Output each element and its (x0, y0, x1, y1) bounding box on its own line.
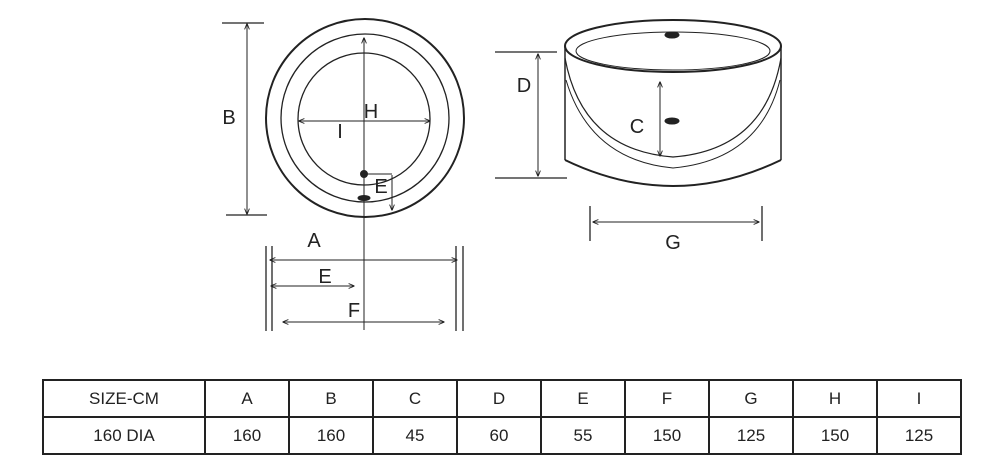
side-view (495, 19, 782, 241)
label-c: C (630, 116, 644, 138)
label-i: I (337, 121, 343, 143)
header-cell: E (540, 379, 626, 418)
table-cell: 55 (540, 416, 626, 455)
label-e: E (318, 266, 331, 288)
table-cell: 60 (456, 416, 542, 455)
table-cell: 45 (372, 416, 458, 455)
label-h: H (364, 101, 378, 123)
header-cell: D (456, 379, 542, 418)
header-cell: C (372, 379, 458, 418)
table-cell: 160 DIA (42, 416, 206, 455)
header-cell: H (792, 379, 878, 418)
label-e-drain: E (374, 176, 387, 198)
table-cell: 150 (624, 416, 710, 455)
table-cell: 125 (876, 416, 962, 455)
label-f: F (348, 300, 360, 322)
header-cell: G (708, 379, 794, 418)
side-view-labels: D C G (517, 75, 681, 254)
table-cell: 150 (792, 416, 878, 455)
header-cell: B (288, 379, 374, 418)
label-b: B (222, 107, 235, 129)
top-view (222, 18, 465, 331)
header-cell: SIZE-CM (42, 379, 206, 418)
header-cell: A (204, 379, 290, 418)
drain-hole (357, 195, 371, 201)
table-cell: 160 (204, 416, 290, 455)
dimensions-table: SIZE-CM A B C D E F G H I 160 DIA 160 16… (42, 379, 962, 455)
label-g: G (665, 232, 681, 254)
table-header-row: SIZE-CM A B C D E F G H I (42, 379, 962, 418)
table-cell: 125 (708, 416, 794, 455)
header-cell: I (876, 379, 962, 418)
table-cell: 160 (288, 416, 374, 455)
label-a: A (307, 230, 321, 252)
header-cell: F (624, 379, 710, 418)
label-d: D (517, 75, 531, 97)
table-row: 160 DIA 160 160 45 60 55 150 125 150 125 (42, 416, 962, 455)
top-view-labels: B H I E A E F (222, 101, 387, 322)
